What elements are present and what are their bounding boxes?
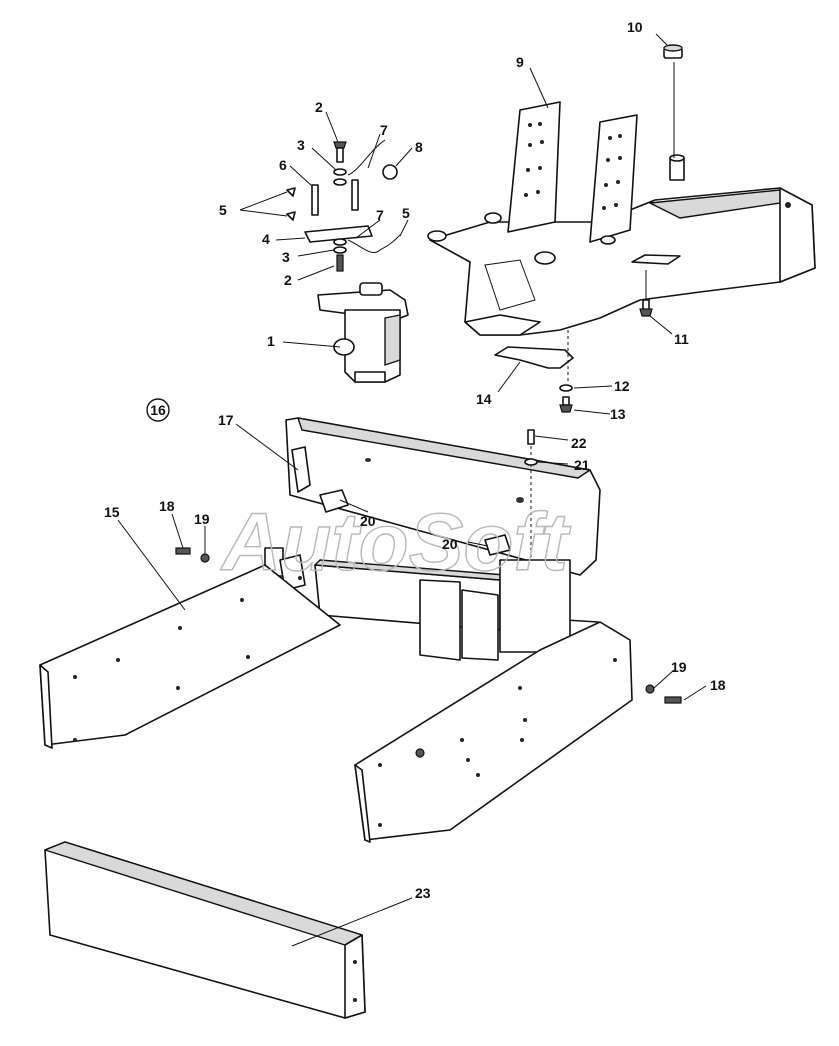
rear-frame: [264, 417, 601, 669]
callout-3: 3: [297, 137, 305, 153]
weight-plate-right: [354, 621, 633, 843]
callout-21: 21: [574, 457, 590, 473]
callout-7: 7: [380, 122, 388, 138]
callout-18: 18: [159, 498, 175, 514]
leader-lines: [117, 33, 707, 947]
callout-18-right: 18: [710, 677, 726, 693]
callout-2-lower: 2: [284, 272, 292, 288]
cap-10: [663, 44, 683, 158]
group-badge-label: 16: [150, 402, 166, 418]
callout-12: 12: [614, 378, 630, 394]
callout-17: 17: [218, 412, 234, 428]
callout-19: 19: [194, 511, 210, 527]
watermark-text: AutoSoft: [220, 497, 572, 588]
callout-3-lower: 3: [282, 249, 290, 265]
callout-7-lower: 7: [376, 207, 384, 223]
callout-20: 20: [360, 513, 376, 529]
fasteners-18-19-21-22: [175, 429, 682, 704]
callout-2: 2: [315, 99, 323, 115]
callout-10: 10: [627, 19, 643, 35]
callout-22: 22: [571, 435, 587, 451]
callout-numbers: 2 3 6 5 7 8 4 3 2 7 5 1 9 10 11 12 13 14…: [104, 19, 726, 901]
ballast-bar-23: [44, 841, 366, 1019]
bracket-14: [494, 346, 574, 369]
callout-6: 6: [279, 157, 287, 173]
callout-1: 1: [267, 333, 275, 349]
group-badge: 16: [146, 398, 170, 422]
callout-19-right: 19: [671, 659, 687, 675]
weight-plate-left: [39, 564, 341, 749]
callout-20-lower: 20: [442, 536, 458, 552]
fasteners-11-12-13: [559, 270, 653, 413]
valve-assembly: [286, 139, 409, 383]
callout-13: 13: [610, 406, 626, 422]
callout-23: 23: [415, 885, 431, 901]
callout-5-lower: 5: [402, 205, 410, 221]
callout-4: 4: [262, 231, 270, 247]
callout-15: 15: [104, 504, 120, 520]
callout-5: 5: [219, 202, 227, 218]
callout-9: 9: [516, 54, 524, 70]
callout-8: 8: [415, 139, 423, 155]
front-frame: [427, 101, 816, 382]
callout-11: 11: [674, 331, 689, 347]
callout-14: 14: [476, 391, 492, 407]
